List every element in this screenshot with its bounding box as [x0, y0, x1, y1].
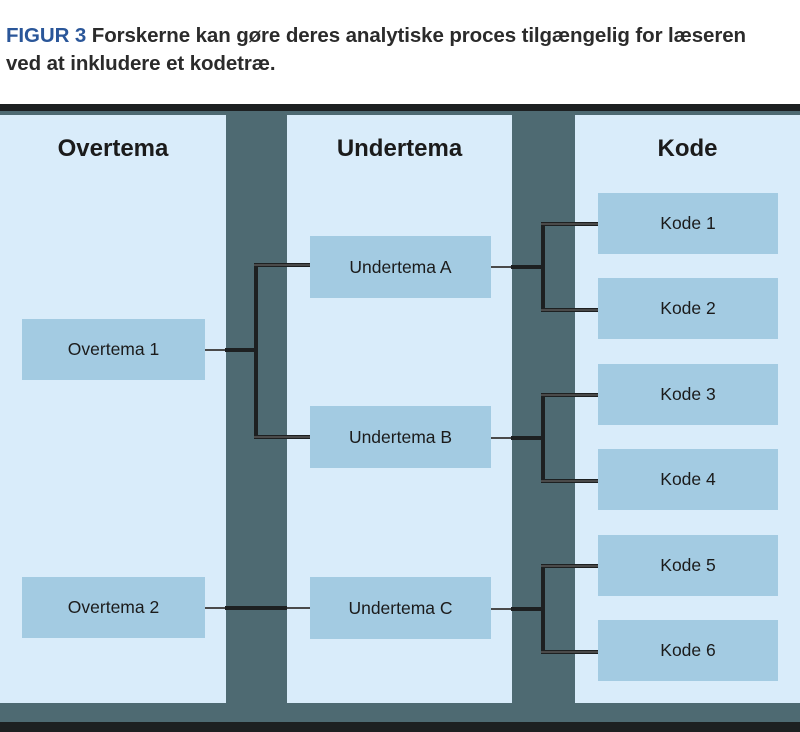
node-overtema-1[interactable]: Overtema 1	[22, 319, 205, 380]
node-kode-6[interactable]: Kode 6	[598, 620, 778, 681]
connector-bracket-undertemaC	[541, 564, 545, 654]
node-kode-3[interactable]: Kode 3	[598, 364, 778, 425]
connector-overtema1-undertemaB	[254, 436, 312, 438]
figure-number-label: FIGUR 3	[6, 24, 87, 47]
node-undertema-b[interactable]: Undertema B	[310, 406, 491, 468]
connector-overtema2-undertemaC-thick	[225, 606, 287, 610]
connector-undertemaA-kode2	[541, 309, 598, 311]
connector-undertemaA-stem-thick	[511, 265, 545, 269]
connector-bracket-overtema1	[254, 263, 258, 439]
node-kode-2[interactable]: Kode 2	[598, 278, 778, 339]
column-title-undertema: Undertema	[336, 135, 463, 162]
column-title-overtema: Overtema	[57, 135, 169, 162]
connector-undertemaA-kode1	[541, 223, 598, 225]
connector-overtema1-undertemaA	[254, 264, 312, 266]
node-overtema-2[interactable]: Overtema 2	[22, 577, 205, 638]
node-kode-1[interactable]: Kode 1	[598, 193, 778, 254]
node-kode-4[interactable]: Kode 4	[598, 449, 778, 510]
connector-undertemaC-stem-thick	[511, 607, 545, 611]
connector-undertemaB-kode3	[541, 394, 598, 396]
connector-undertemaC-kode6	[541, 651, 598, 653]
connector-bracket-undertemaA	[541, 222, 545, 312]
node-undertema-a[interactable]: Undertema A	[310, 236, 491, 298]
column-title-kode: Kode	[657, 135, 718, 162]
connector-undertemaB-kode4	[541, 480, 598, 482]
node-undertema-c[interactable]: Undertema C	[310, 577, 491, 639]
connector-bracket-undertemaB	[541, 393, 545, 483]
figure-caption-text: Forskerne kan gøre deres analytiske proc…	[6, 24, 746, 76]
figure-caption: FIGUR 3 Forskerne kan gøre deres analyti…	[6, 22, 766, 79]
connector-undertemaC-kode5	[541, 565, 598, 567]
node-kode-5[interactable]: Kode 5	[598, 535, 778, 596]
connector-undertemaB-stem-thick	[511, 436, 545, 440]
connector-overtema1-stem-thick	[225, 348, 258, 352]
